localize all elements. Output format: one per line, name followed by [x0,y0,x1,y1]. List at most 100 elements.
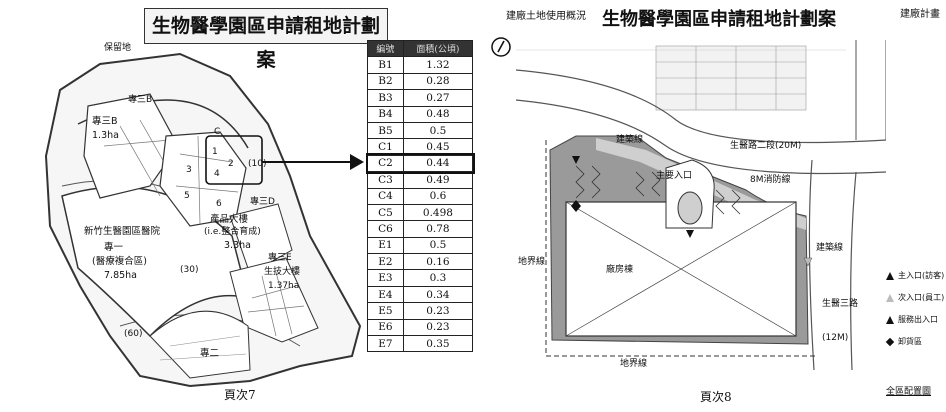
cell-parcel-id: C5 [367,203,404,222]
zone-c-label: C [214,127,220,137]
road-two [516,69,886,144]
legend-item-loading: 卸貨區 [885,336,922,347]
fire-lane-label: 8M消防線 [750,173,791,185]
zone-e-area: 1.37ha [268,281,299,291]
site-plan-map: 保留地 專三B 專三B 1.3ha C 1 2 3 4 5 6 (10) 專三D… [44,41,364,388]
right-header-right: 建廠計畫 [900,9,940,20]
road-60-label: (60) [124,329,142,339]
zone-b-area: 1.3ha [92,130,119,141]
legend-item-service-entry: 服務出入口 [886,314,938,325]
marker-triangle-3 [803,257,813,267]
road-two-label: 生醫路二段(20M) [730,139,801,151]
parking-lot [655,45,807,111]
right-panel: 建廠土地使用概況 生物醫學園區申請租地計劃案 建廠計畫 [484,0,946,412]
col-header-id: 編號 [367,39,404,58]
zone-e-sub: 生技大樓 [264,265,300,277]
cell-parcel-area: 0.23 [402,302,474,320]
cell-parcel-id: E7 [367,335,404,353]
hospital-area: 7.85ha [104,270,137,281]
c2-highlight-box [205,135,263,185]
cell-parcel-id: C1 [367,138,404,156]
diamond-icon [885,337,895,346]
hospital-line-1: 新竹生醫園區醫院 [84,225,161,237]
building-line-label: 建築線 [616,133,643,145]
cell-parcel-id: C4 [367,187,404,205]
cell-parcel-area: 0.3 [402,269,474,287]
main-entry-label: 主要入口 [656,169,692,181]
right-title: 生物醫學園區申請租地計劃案 [602,9,836,30]
zone-d [229,203,293,275]
legend-label: 次入口(員工) [898,293,945,302]
right-page-label: 頁次8 [700,390,732,404]
c-parcel-4: 4 [214,169,220,179]
cell-parcel-id: B5 [367,121,404,140]
zone-d-label: 專三D [250,195,275,207]
compass-icon [491,37,511,57]
zone-b-name-2: 專三B [92,115,118,127]
filled-triangle-icon [886,271,894,280]
col-header-area: 面積(公頃) [402,39,474,58]
cell-parcel-id: B3 [367,89,404,107]
cell-parcel-area: 0.44 [402,154,474,173]
cell-parcel-id: E1 [367,236,404,255]
light-triangle-icon [886,293,894,302]
road-three [808,159,857,370]
cell-parcel-area: 0.34 [402,285,474,304]
legend-item-main-entry: 主入口(訪客) [886,270,944,281]
cell-parcel-area: 0.27 [402,89,474,107]
cell-parcel-area: 0.35 [402,335,474,353]
legend-footer: 全區配置圖 [886,387,932,397]
top-label: 保留地 [104,41,131,53]
property-line-bottom-label: 地界線 [620,357,647,369]
zone-b-name: 專三B [128,93,152,105]
cell-parcel-area: 0.48 [402,105,474,123]
zone-two [149,310,251,379]
marker-triangle-1 [572,156,580,164]
ie-line-2: (i.e.整合育成) [204,225,261,237]
cell-parcel-area: 0.5 [402,121,474,140]
cell-parcel-area: 0.45 [402,138,474,156]
marker-triangle-2 [686,230,694,238]
cell-parcel-area: 0.49 [402,171,474,189]
c-parcel-6: 6 [216,199,222,209]
road-three-label: 生醫三路 [822,297,858,309]
cell-parcel-area: 0.6 [402,187,474,205]
road-30-label: (30) [180,265,198,275]
arrow-head [350,154,364,170]
cell-parcel-area: 0.5 [402,236,474,255]
right-header-left: 建廠土地使用概況 [506,11,586,22]
cell-parcel-area: 0.28 [402,72,474,91]
legend-item-staff-entry: 次入口(員工) [886,292,944,303]
building-line-right-label: 建築線 [816,241,843,253]
hospital-line-2: 專一 [104,241,124,253]
marker-diamond-1 [571,200,581,212]
road-10-label: (10) [248,159,266,169]
cell-parcel-id: B2 [367,72,404,91]
cell-parcel-id: C3 [367,171,404,189]
left-panel: 生物醫學園區申請租地計劃案 保留地 專三B 專三B 1.3ha [44,8,475,402]
c-parcel-2: 2 [228,159,234,169]
ie-line-1: 產品大樓 [210,213,249,225]
cell-parcel-area: 1.32 [402,56,474,74]
zone-two-label: 專二 [200,347,219,359]
cell-parcel-id: C2 [367,154,404,173]
cell-parcel-area: 0.78 [402,220,474,238]
left-page-label: 頁次7 [224,388,256,402]
cell-parcel-area: 0.23 [402,318,474,337]
zone-e [229,257,319,343]
cell-parcel-area: 0.16 [402,253,474,271]
